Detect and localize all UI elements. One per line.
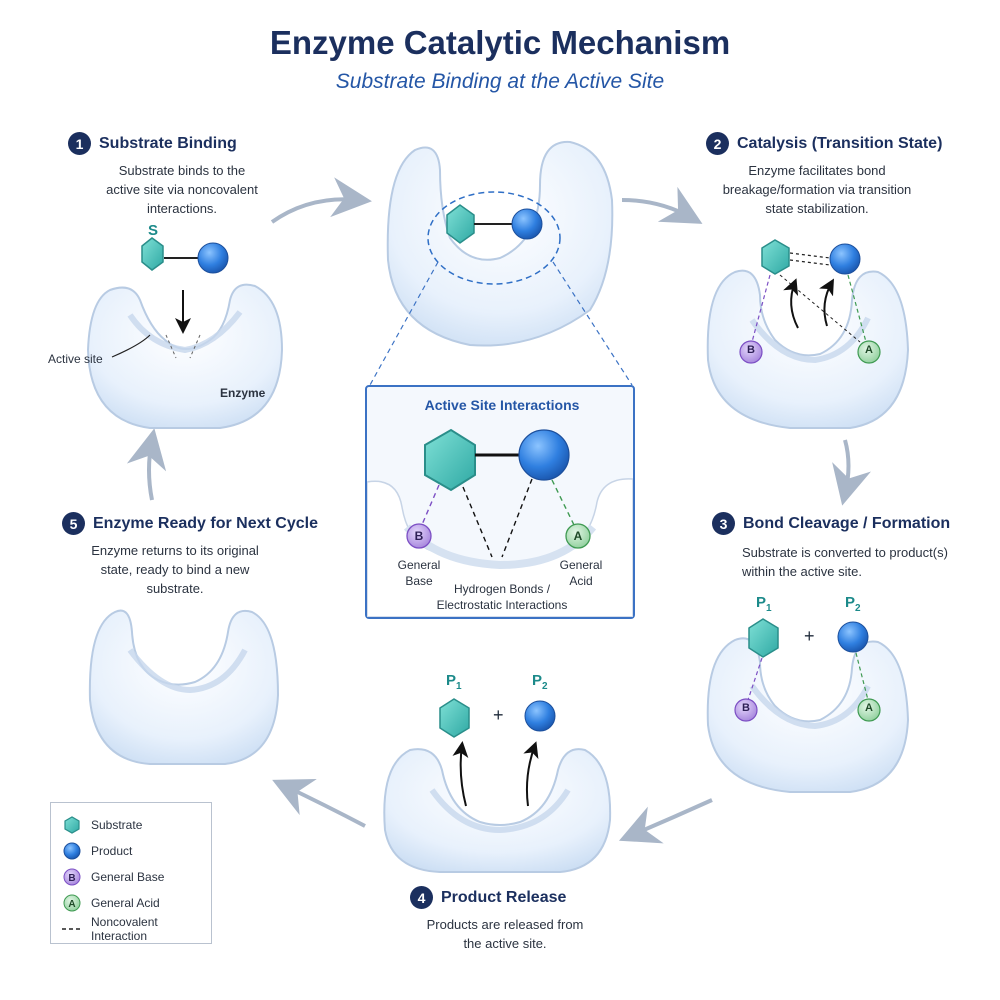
- step-3-description: Substrate is converted to product(s) wit…: [742, 543, 972, 581]
- step-3-title: Bond Cleavage / Formation: [743, 514, 951, 532]
- step-5-line-2: state, ready to bind a new: [100, 562, 250, 577]
- step-2-title: Catalysis (Transition State): [737, 134, 943, 152]
- inset-title: Active Site Interactions: [424, 397, 580, 413]
- step-5-title: Enzyme Ready for Next Cycle: [93, 514, 318, 532]
- substrate-hexagon-icon: [61, 814, 83, 836]
- legend-row-general-base: B General Base: [61, 864, 211, 890]
- step-2-heading: 2 Catalysis (Transition State): [706, 132, 942, 155]
- inset-product: [518, 429, 570, 481]
- step-1-number: 1: [68, 132, 91, 155]
- step-2-base-label: B: [747, 344, 755, 356]
- step-2-line-1: Enzyme facilitates bond: [748, 163, 886, 178]
- step-4-heading: 4 Product Release: [410, 886, 600, 909]
- step-4: 4 Product Release Products are released …: [410, 886, 600, 953]
- step-3-line-1: Substrate is converted to product(s): [742, 545, 948, 560]
- inset-graphics: [367, 428, 633, 617]
- step-4-plus: +: [493, 705, 504, 725]
- step-3-base-label: B: [742, 702, 750, 714]
- enzyme-step1: [86, 283, 284, 429]
- general-base-icon: B: [61, 866, 83, 888]
- enzyme-step3: [706, 637, 910, 793]
- product-sphere-icon: [61, 840, 83, 862]
- step-2-line-3: state stabilization.: [765, 201, 869, 216]
- step-4-title: Product Release: [441, 888, 567, 906]
- step-4-number: 4: [410, 886, 433, 909]
- step-4-p2-label: P2: [532, 672, 548, 692]
- enzyme-center: [386, 140, 614, 347]
- step-1-heading: 1 Substrate Binding: [68, 132, 278, 155]
- step-5-description: Enzyme returns to its original state, re…: [28, 541, 322, 598]
- step-3-acid-label: A: [865, 702, 873, 714]
- inset-bonds-label: Hydrogen Bonds /Electrostatic Interactio…: [436, 582, 568, 612]
- step-4-line-2: the active site.: [463, 936, 547, 951]
- step-4-description: Products are released from the active si…: [410, 915, 600, 953]
- step-1-line-1: Substrate binds to the: [118, 163, 246, 178]
- dashed-line-icon: [61, 918, 83, 940]
- step-1: 1 Substrate Binding Substrate binds to t…: [68, 132, 278, 218]
- step-1-title: Substrate Binding: [99, 134, 237, 152]
- step-3-number: 3: [712, 512, 735, 535]
- step-3-p1-label: P1: [756, 594, 772, 614]
- step-5-line-3: substrate.: [146, 581, 204, 596]
- svg-text:B: B: [68, 873, 75, 884]
- step-5: 5 Enzyme Ready for Next Cycle Enzyme ret…: [62, 512, 322, 598]
- step-5-number: 5: [62, 512, 85, 535]
- step-2-description: Enzyme facilitates bond breakage/formati…: [698, 161, 936, 218]
- cycle-arrow-4-to-5: [272, 778, 366, 828]
- cycle-arrow-3-to-4: [618, 798, 713, 844]
- legend: Substrate Product B General Base A Gener…: [50, 802, 212, 944]
- step-1-line-2: active site via noncovalent: [106, 182, 258, 197]
- product-step1: [197, 242, 229, 274]
- enzyme-label: Enzyme: [220, 386, 266, 400]
- inset-substrate: [424, 428, 476, 492]
- step-4-line-1: Products are released from: [426, 917, 584, 932]
- step-5-line-1: Enzyme returns to its original: [91, 543, 259, 558]
- step-2-line-2: breakage/formation via transition: [722, 182, 912, 197]
- legend-general-base-label: General Base: [91, 870, 165, 884]
- step-3-p2-label: P2: [845, 594, 861, 614]
- enzyme-step4: [383, 748, 612, 873]
- step-3-plus: +: [804, 626, 815, 646]
- legend-row-general-acid: A General Acid: [61, 890, 211, 916]
- general-acid-icon: A: [61, 892, 83, 914]
- step-1-description: Substrate binds to the active site via n…: [86, 161, 278, 218]
- substrate-label-s: S: [148, 222, 159, 239]
- inset-base-letter: B: [414, 529, 424, 543]
- cycle-arrow-5-to-1: [126, 428, 167, 501]
- legend-product-label: Product: [91, 844, 133, 858]
- legend-row-product: Product: [61, 838, 211, 864]
- page-subtitle: Substrate Binding at the Active Site: [335, 70, 665, 93]
- step-2-acid-label: A: [865, 344, 873, 356]
- step-3: 3 Bond Cleavage / Formation Substrate is…: [712, 512, 972, 581]
- step-5-heading: 5 Enzyme Ready for Next Cycle: [62, 512, 322, 535]
- legend-row-substrate: Substrate: [61, 812, 211, 838]
- legend-noncovalent-label: Noncovalent Interaction: [91, 915, 158, 943]
- legend-general-acid-label: General Acid: [91, 896, 160, 910]
- active-site-label: Active site: [48, 352, 103, 366]
- svg-text:A: A: [68, 899, 75, 910]
- step-3-line-2: within the active site.: [742, 564, 862, 579]
- step-1-line-3: interactions.: [146, 201, 218, 216]
- cycle-arrow-center-to-2: [621, 186, 703, 224]
- cycle-arrow-2-to-3: [832, 439, 872, 506]
- inset-acid-letter: A: [573, 529, 583, 543]
- step-3-heading: 3 Bond Cleavage / Formation: [712, 512, 972, 535]
- step-2-number: 2: [706, 132, 729, 155]
- cycle-arrow-1-to-center: [270, 177, 372, 224]
- page-title: Enzyme Catalytic Mechanism: [269, 24, 731, 61]
- legend-row-noncovalent: Noncovalent Interaction: [61, 915, 211, 943]
- step-2: 2 Catalysis (Transition State) Enzyme fa…: [706, 132, 942, 218]
- step-4-p1-label: P1: [446, 672, 462, 692]
- legend-substrate-label: Substrate: [91, 818, 143, 832]
- substrate-step1: [141, 237, 164, 271]
